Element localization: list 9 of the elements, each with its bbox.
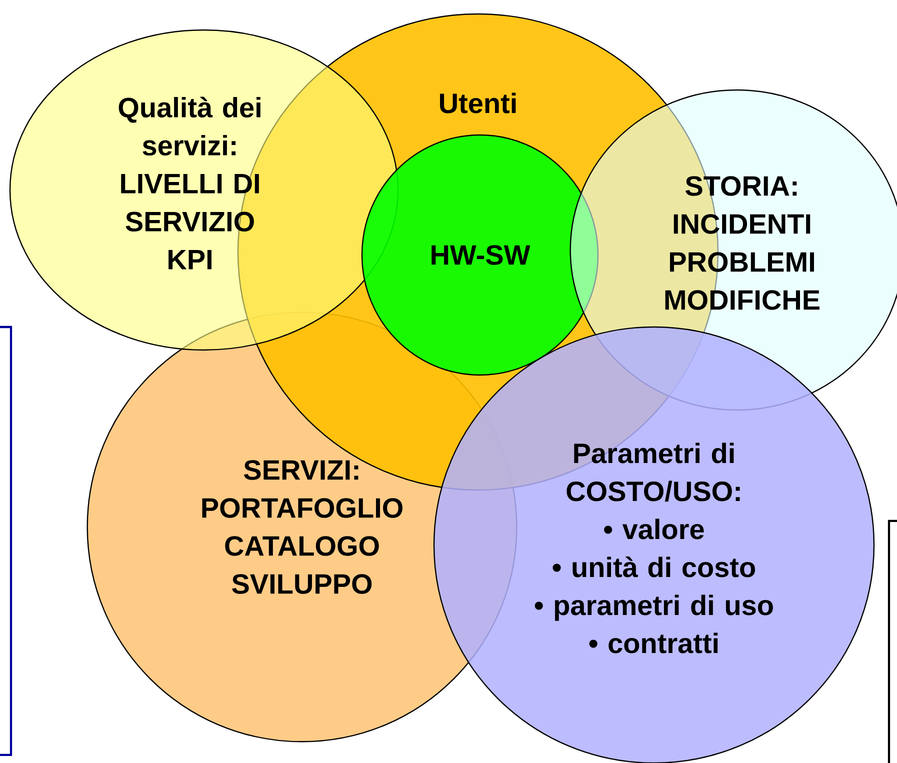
circle-label: STORIA: INCIDENTI PROBLEMI MODIFICHE (665, 176, 820, 310)
venn-circle (9, 29, 399, 351)
venn-circle (361, 134, 599, 376)
circle-label: Parametri di COSTO/USO: • valore • unità di costo • parametri di uso • contratti (534, 442, 773, 654)
venn-circle (433, 326, 875, 763)
circle-label: SERVIZI: PORTAFOGLIO CATALOGO SVILUPPO (202, 460, 402, 594)
circle-label: HW-SW (432, 245, 530, 265)
circle-label: Utenti (440, 92, 516, 114)
circle-label: Qualità dei servizi: LIVELLI DI SERVIZIO KPI (118, 96, 260, 270)
